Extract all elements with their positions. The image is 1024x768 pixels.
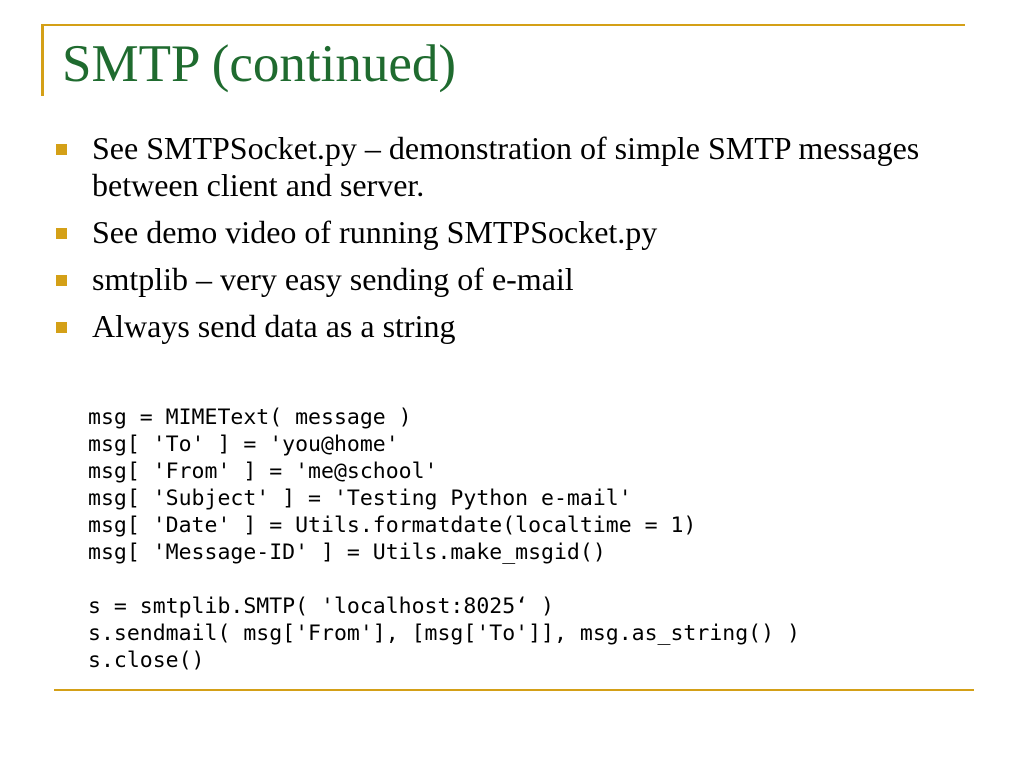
bullet-text: See demo video of running SMTPSocket.py xyxy=(92,214,658,250)
code-line: msg = MIMEText( message ) xyxy=(88,405,412,430)
code-line: msg[ 'To' ] = 'you@home' xyxy=(88,432,399,457)
code-line: s.sendmail( msg['From'], [msg['To']], ms… xyxy=(88,621,800,646)
square-bullet-icon xyxy=(56,228,67,239)
code-line: s = smtplib.SMTP( 'localhost:8025‘ ) xyxy=(88,594,554,619)
bullet-item: See demo video of running SMTPSocket.py xyxy=(56,214,956,251)
code-line: s.close() xyxy=(88,648,205,673)
frame-top-rule xyxy=(41,24,965,26)
bullet-list: See SMTPSocket.py – demonstration of sim… xyxy=(56,130,956,355)
square-bullet-icon xyxy=(56,275,67,286)
code-line: msg[ 'Message-ID' ] = Utils.make_msgid() xyxy=(88,540,606,565)
square-bullet-icon xyxy=(56,322,67,333)
frame-bottom-rule xyxy=(54,689,974,691)
bullet-text: Always send data as a string xyxy=(92,308,456,344)
square-bullet-icon xyxy=(56,144,67,155)
code-line: msg[ 'Date' ] = Utils.formatdate(localti… xyxy=(88,513,697,538)
slide-title: SMTP (continued) xyxy=(62,35,457,93)
frame-left-accent-line xyxy=(41,24,44,96)
bullet-text: See SMTPSocket.py – demonstration of sim… xyxy=(92,130,920,203)
bullet-item: smtplib – very easy sending of e-mail xyxy=(56,261,956,298)
code-line: msg[ 'Subject' ] = 'Testing Python e-mai… xyxy=(88,486,632,511)
code-block: msg = MIMEText( message )msg[ 'To' ] = '… xyxy=(88,404,800,674)
bullet-item: Always send data as a string xyxy=(56,308,956,345)
code-line: msg[ 'From' ] = 'me@school' xyxy=(88,459,438,484)
code-line xyxy=(88,566,800,593)
bullet-text: smtplib – very easy sending of e-mail xyxy=(92,261,574,297)
bullet-item: See SMTPSocket.py – demonstration of sim… xyxy=(56,130,956,204)
